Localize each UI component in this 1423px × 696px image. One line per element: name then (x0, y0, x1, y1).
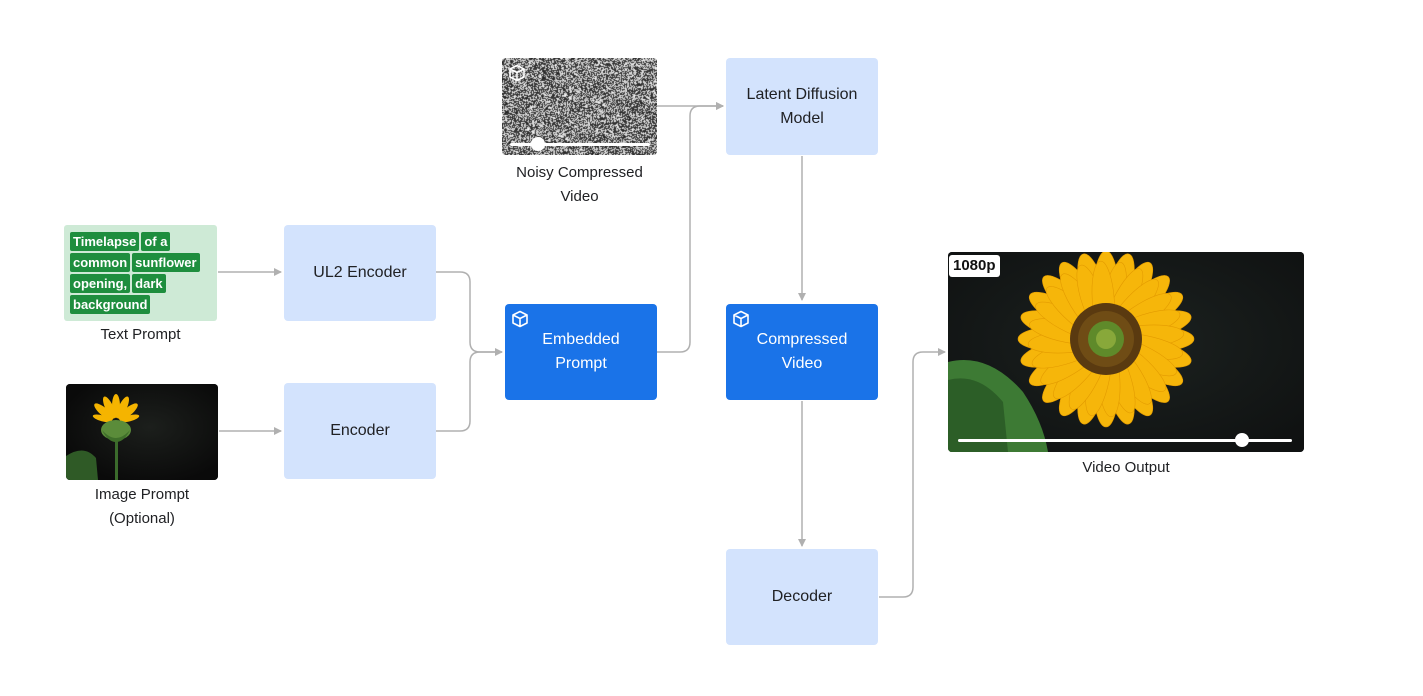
edge-embedded-to-ldm (657, 102, 724, 353)
video-progress-knob[interactable] (1234, 433, 1249, 447)
ul2-encoder-node: UL2 Encoder (284, 225, 436, 321)
video-progress-track[interactable] (958, 439, 1292, 442)
noise-progress-track[interactable] (510, 143, 650, 146)
image-prompt-thumbnail (66, 384, 218, 480)
edge-decoder-to-output (879, 348, 946, 598)
edge-encoder-to-embedded (436, 351, 502, 432)
decoder-node: Decoder (726, 549, 878, 645)
video-output-player[interactable] (948, 252, 1304, 452)
noisy-video-thumbnail (502, 58, 657, 155)
prompt-token: dark (132, 274, 166, 293)
prompt-token: opening, (70, 274, 131, 293)
prompt-token: background (70, 295, 151, 314)
text-prompt-caption: Text Prompt (100, 326, 181, 343)
prompt-token: Timelapse (70, 232, 140, 251)
prompt-token-line: opening,dark (70, 274, 211, 293)
cube-icon (509, 64, 525, 82)
image-prompt-caption: Image Prompt (Optional) (94, 486, 190, 527)
compressed-video-label: Compressed Video (756, 331, 848, 372)
cube-icon (512, 310, 528, 328)
prompt-token: of a (141, 232, 171, 251)
edge-ul2-to-embedded (436, 271, 503, 356)
prompt-token-line: background (70, 295, 211, 314)
embedded-prompt-node: Embedded Prompt (505, 304, 657, 400)
compressed-video-node: Compressed Video (726, 304, 878, 400)
cube-icon (733, 310, 749, 328)
noisy-video-caption: Noisy Compressed Video (516, 164, 643, 205)
encoder-node: Encoder (284, 383, 436, 479)
embedded-prompt-label: Embedded Prompt (542, 331, 620, 372)
prompt-token: sunflower (132, 253, 200, 272)
latent-diffusion-model-node: Latent Diffusion Model (726, 58, 878, 155)
video-output-caption: Video Output (1082, 459, 1170, 476)
noise-progress-knob[interactable] (531, 137, 545, 151)
resolution-badge: 1080p (949, 255, 1000, 277)
prompt-token: common (70, 253, 131, 272)
